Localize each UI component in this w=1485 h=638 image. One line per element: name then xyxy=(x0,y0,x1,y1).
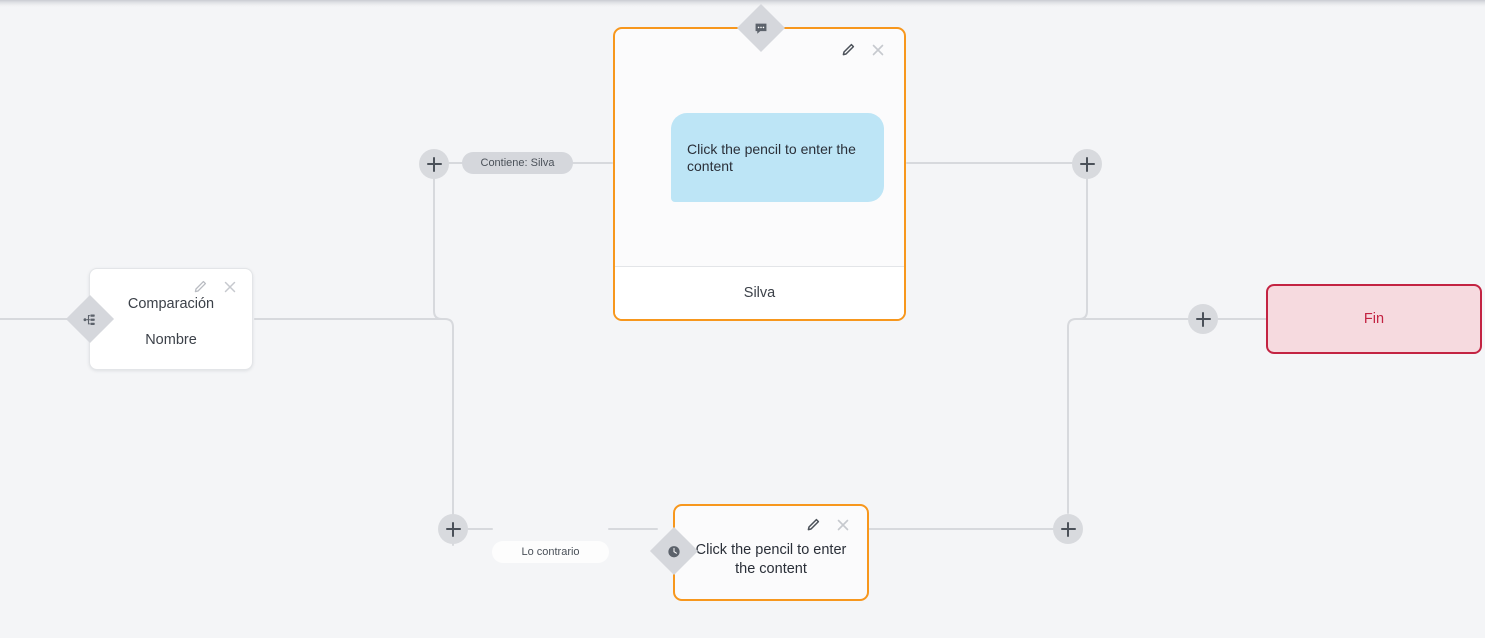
message-bubble: Click the pencil to enter the content xyxy=(671,113,884,202)
edge-label-otherwise[interactable]: Lo contrario xyxy=(492,541,609,563)
message-node-bottom-actions[interactable] xyxy=(805,517,851,533)
close-icon[interactable] xyxy=(222,279,238,295)
message-node-bottom[interactable]: Click the pencil to enter the content xyxy=(673,504,869,601)
message-node-top-body: Click the pencil to enter the content xyxy=(615,29,904,266)
add-node-top-right-button[interactable] xyxy=(1072,149,1102,179)
comparison-title: Comparación xyxy=(127,295,215,312)
pencil-icon[interactable] xyxy=(192,279,208,295)
edge-comparison-to-bottom xyxy=(254,318,454,522)
pencil-icon[interactable] xyxy=(805,517,821,533)
message-node-top[interactable]: Click the pencil to enter the content Si… xyxy=(613,27,906,321)
message-node-top-handle[interactable] xyxy=(736,3,786,53)
edge-label-contains[interactable]: Contiene: Silva xyxy=(462,152,573,174)
comparison-input-handle[interactable] xyxy=(65,294,115,344)
edge-right-rail xyxy=(1067,318,1189,514)
message-node-top-actions[interactable] xyxy=(840,42,886,58)
pencil-icon[interactable] xyxy=(840,42,856,58)
close-icon[interactable] xyxy=(870,42,886,58)
clock-icon xyxy=(667,544,682,559)
comparison-node-actions[interactable] xyxy=(192,279,238,295)
add-node-bottom-right-button[interactable] xyxy=(1053,514,1083,544)
edge-top-left-plus-down xyxy=(433,178,443,320)
hierarchy-icon xyxy=(83,312,98,327)
close-icon[interactable] xyxy=(835,517,851,533)
comparison-node[interactable]: Comparación Nombre xyxy=(89,268,253,370)
edge-top-right-plus-down xyxy=(1078,178,1088,320)
message-node-top-footer: Silva xyxy=(615,266,904,319)
message-node-bottom-text: Click the pencil to enter the content xyxy=(695,541,847,577)
chat-bubble-icon xyxy=(754,21,769,36)
end-node[interactable]: Fin xyxy=(1266,284,1482,354)
add-node-before-end-button[interactable] xyxy=(1188,304,1218,334)
comparison-subtitle: Nombre xyxy=(145,332,197,348)
add-node-top-left-button[interactable] xyxy=(419,149,449,179)
add-node-bottom-left-button[interactable] xyxy=(438,514,468,544)
message-node-bottom-handle[interactable] xyxy=(649,526,699,576)
